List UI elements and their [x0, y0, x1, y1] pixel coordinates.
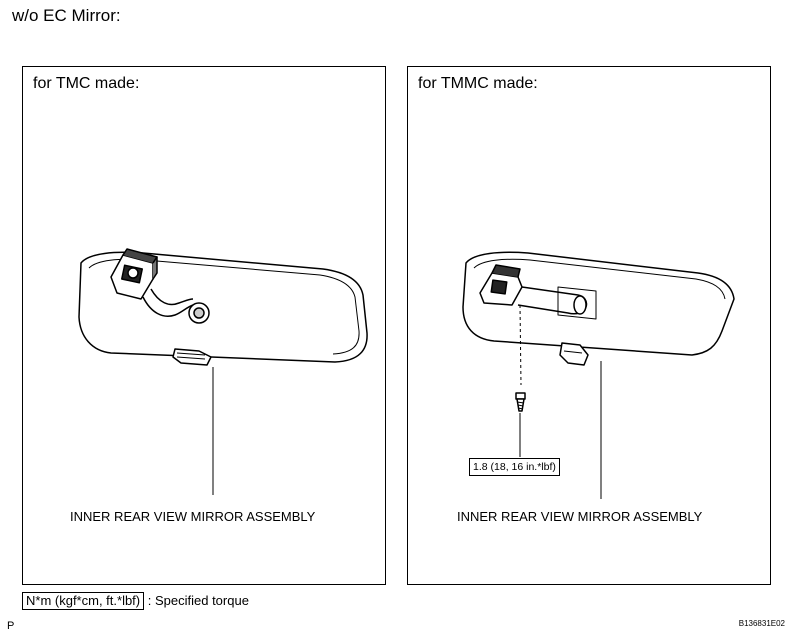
panel-tmc: for TMC made: INNER REAR V — [22, 66, 386, 585]
screw-dashed-line — [519, 304, 522, 386]
mirror-body-outline — [462, 251, 735, 356]
mirror-body-inner — [473, 258, 726, 300]
torque-value: 1.8 (18, 16 in.*lbf) — [469, 458, 560, 476]
legend-description: : Specified torque — [147, 593, 249, 608]
panel-title: for TMMC made: — [418, 75, 538, 92]
panel-tmmc: for TMMC made: — [407, 66, 771, 585]
torque-legend: N*m (kgf*cm, ft.*lbf) : Specified torque — [22, 592, 249, 610]
panel-title: for TMC made: — [33, 75, 140, 92]
legend-unit-box: N*m (kgf*cm, ft.*lbf) — [22, 592, 145, 610]
mirror-body-outline — [78, 251, 368, 363]
mirror-stay-arm — [142, 296, 194, 317]
mirror-illustration-tmmc — [462, 251, 735, 499]
mirror-body-inner — [88, 258, 360, 355]
screw-icon — [515, 392, 526, 412]
mirror-tab — [559, 342, 589, 366]
figure-code: B136831E02 — [738, 619, 785, 628]
page-heading: w/o EC Mirror: — [12, 6, 121, 25]
mirror-illustration-tmc — [78, 248, 368, 495]
page-letter: P — [7, 620, 15, 632]
part-label: INNER REAR VIEW MIRROR ASSEMBLY — [70, 509, 316, 524]
part-label: INNER REAR VIEW MIRROR ASSEMBLY — [457, 509, 703, 524]
